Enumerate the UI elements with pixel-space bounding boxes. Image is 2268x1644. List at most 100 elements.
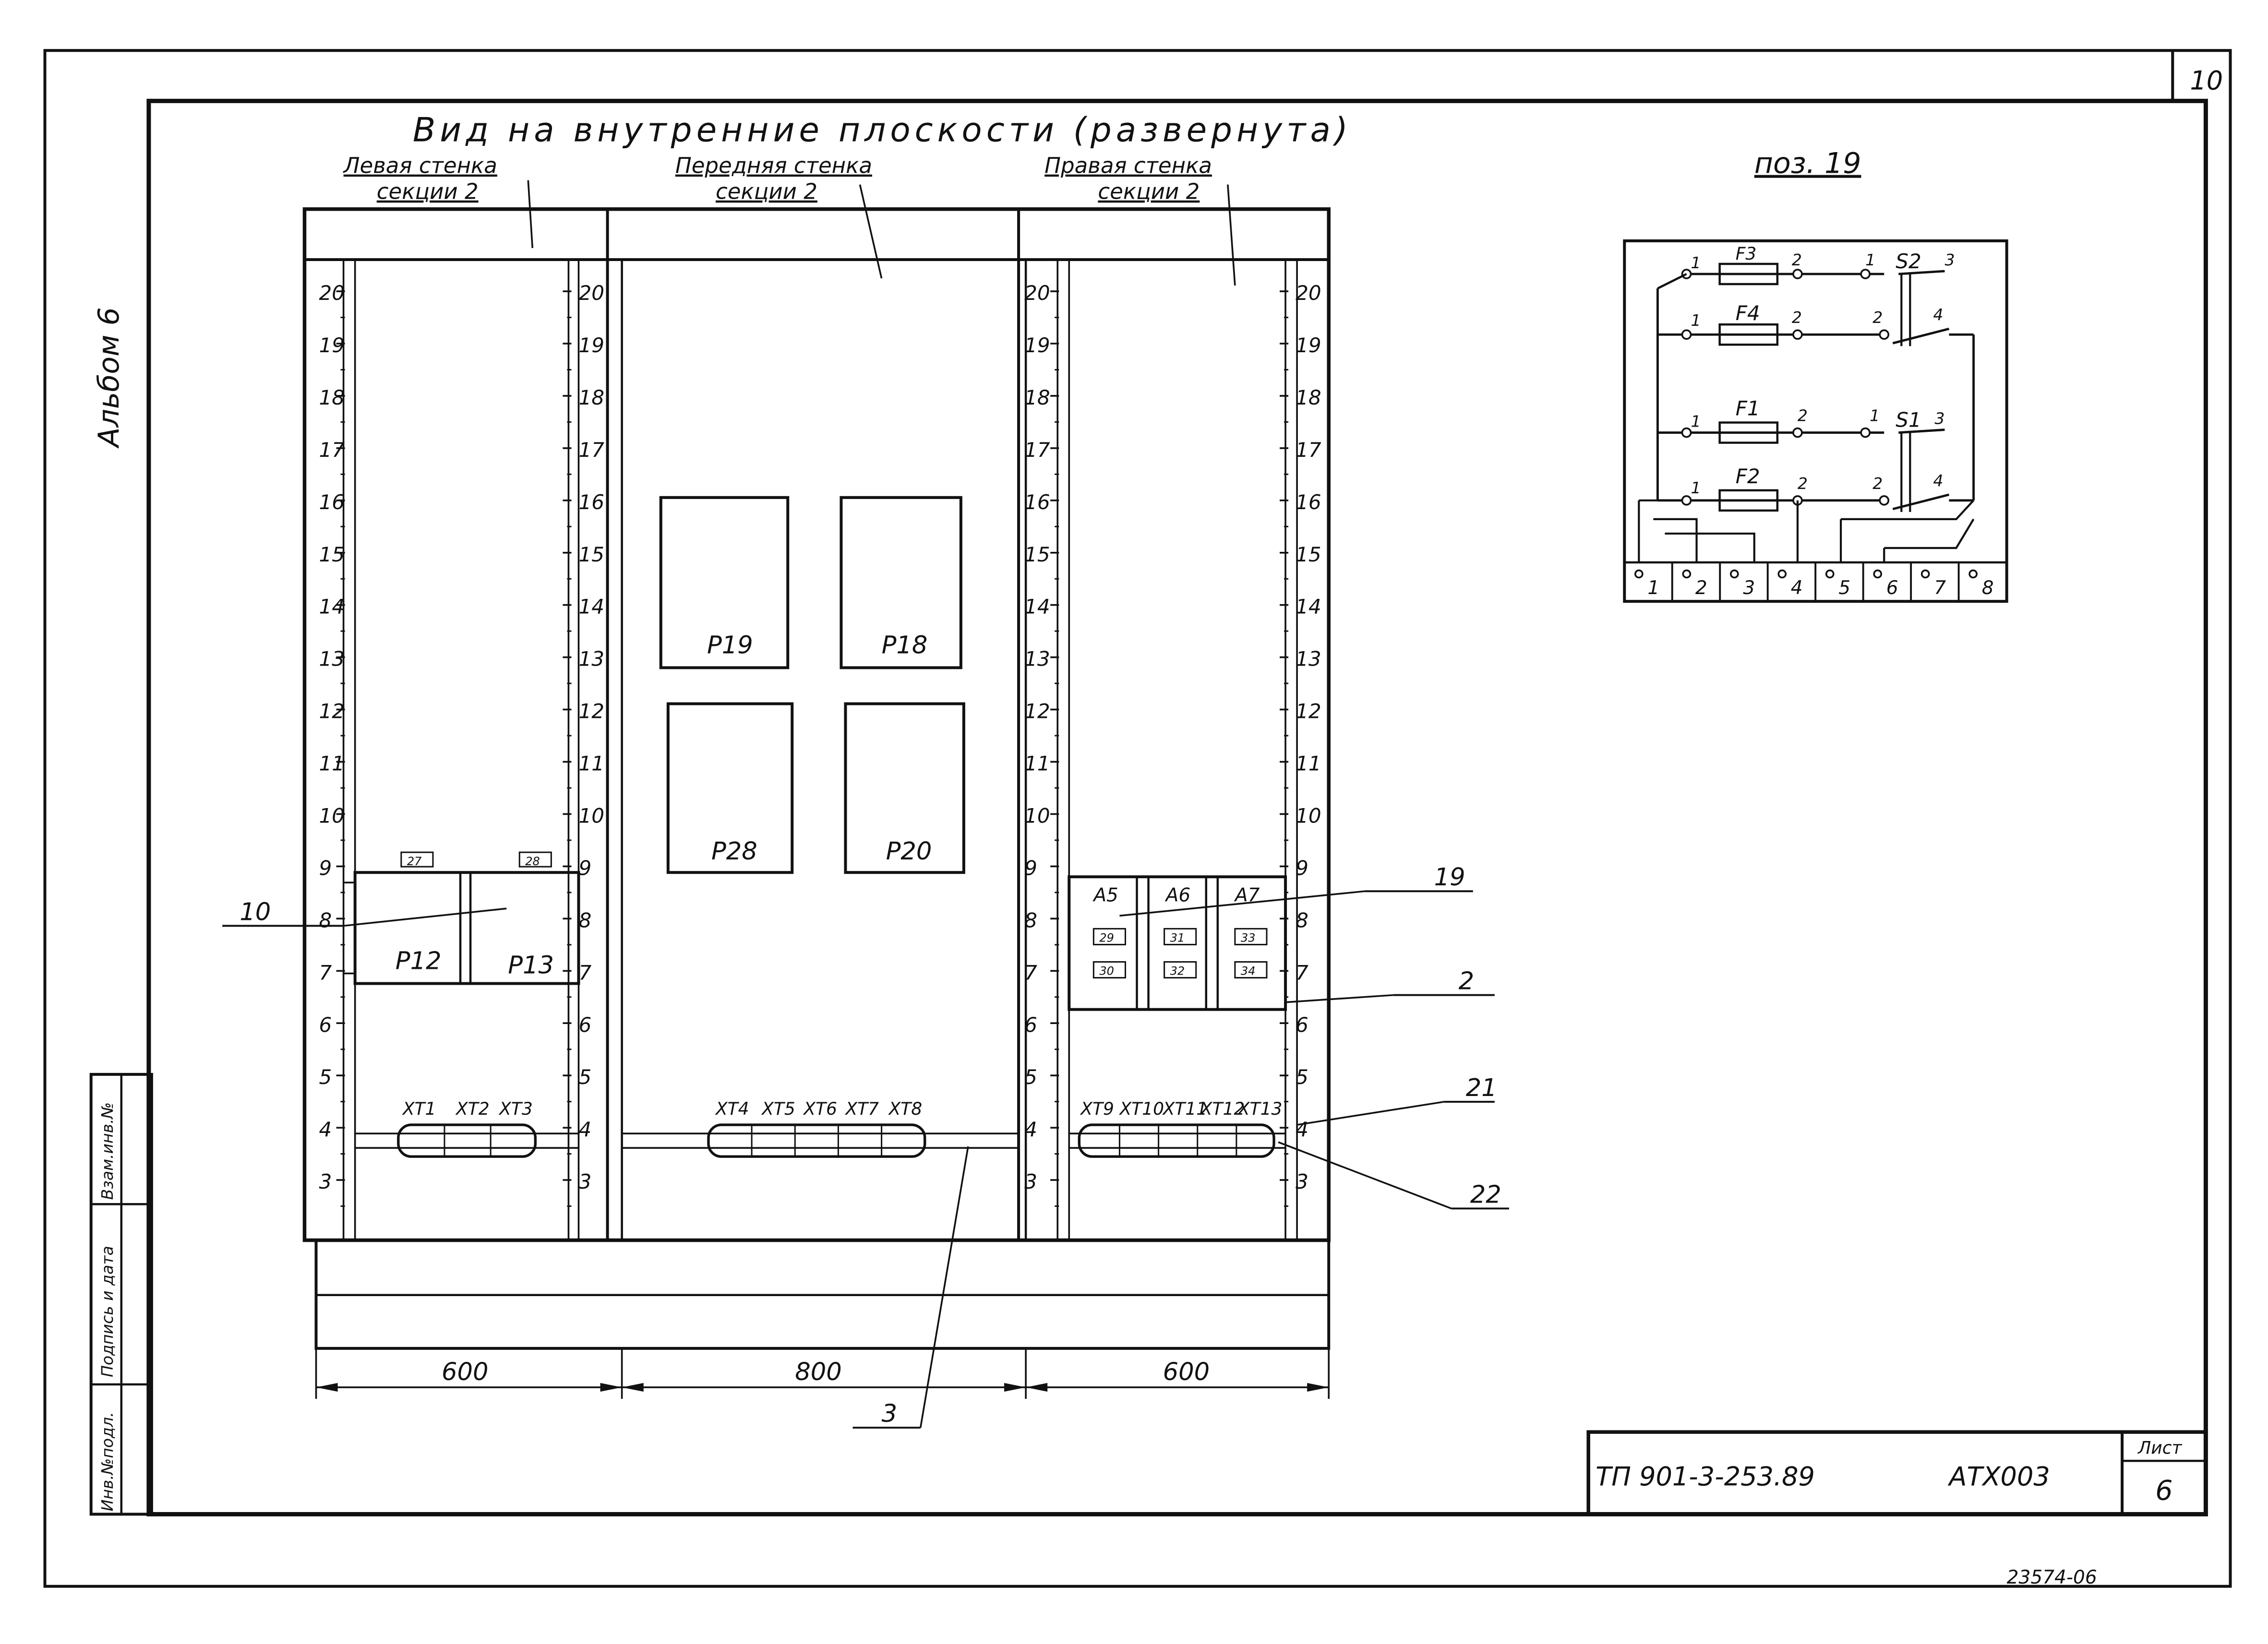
device-a6: A6 xyxy=(1164,884,1191,906)
terminal-label-xt8: XT8 xyxy=(888,1099,923,1119)
tag-34: 34 xyxy=(1241,965,1256,978)
rail-scale-number: 5 xyxy=(319,1065,332,1089)
pin-label: 2 xyxy=(1798,406,1808,425)
terminal-rails xyxy=(355,1123,1286,1158)
callout-10: 10 xyxy=(240,898,271,926)
rail-scale-number: 7 xyxy=(578,961,591,984)
album-label: Альбом 6 xyxy=(92,307,126,449)
rail-scale-number: 11 xyxy=(1296,752,1321,775)
rail-scale-number: 7 xyxy=(1296,961,1308,984)
device-p12: P12 xyxy=(396,947,442,976)
rail-scale-number: 17 xyxy=(1296,438,1321,462)
rail-scale-number: 13 xyxy=(1024,647,1050,671)
rail-scale-number: 10 xyxy=(1024,804,1050,828)
rail-scale-number: 9 xyxy=(1296,856,1308,880)
callout-21: 21 xyxy=(1466,1074,1497,1102)
rail-scale-number: 17 xyxy=(319,438,345,462)
rail-scale-number: 19 xyxy=(1024,334,1050,357)
switch-s2-label: S2 xyxy=(1896,250,1921,273)
rail-scale-number: 18 xyxy=(1296,386,1321,409)
rail-scale-number: 12 xyxy=(1296,700,1321,723)
right-wall-width: 600 xyxy=(1163,1358,1210,1386)
switch-s1-label: S1 xyxy=(1896,408,1921,432)
right-wall-heading: Правая стенка xyxy=(1044,153,1212,179)
pin-label: 1 xyxy=(1691,253,1701,272)
rail-scale-number: 15 xyxy=(319,543,345,566)
rail-scale-number: 7 xyxy=(1024,961,1037,984)
rail-scale-number: 12 xyxy=(1024,700,1050,723)
rail-scale-number: 6 xyxy=(578,1013,591,1036)
side-stamp: Инв.№подл. Подпись и дата Взам.инв.№ xyxy=(89,1072,153,1516)
rail-scale-number: 3 xyxy=(319,1170,332,1193)
pin-label: 1 xyxy=(1691,478,1701,497)
rail-scale-number: 14 xyxy=(319,595,345,619)
rail-scale-number: 8 xyxy=(578,908,591,932)
schematic-title: поз. 19 xyxy=(1754,147,1861,180)
rail-scale-number: 5 xyxy=(1024,1065,1037,1089)
callout-3: 3 xyxy=(882,1400,897,1428)
tag-27: 27 xyxy=(407,855,422,868)
pin-label: 1 xyxy=(1865,250,1875,269)
stamp-sign-label: Подпись и дата xyxy=(98,1246,117,1377)
tag-29: 29 xyxy=(1099,931,1114,944)
rail-scale-number: 4 xyxy=(319,1118,332,1141)
rail-scale-number: 3 xyxy=(1024,1170,1037,1193)
rail-scale-number: 11 xyxy=(578,752,604,775)
front-wall-subheading: секции 2 xyxy=(716,179,817,204)
cabinet-outline xyxy=(302,207,1331,1399)
rail-scale-number: 6 xyxy=(319,1013,332,1036)
terminal-label-xt3: XT3 xyxy=(498,1099,533,1119)
fuse-row-f4 xyxy=(1657,274,1974,346)
rail-scale-number: 10 xyxy=(578,804,604,828)
rail-scale-number: 13 xyxy=(319,647,345,671)
pin-label: 2 xyxy=(1792,250,1802,269)
title-block-doc: АТХ003 xyxy=(1947,1461,2050,1491)
terminal-label-xt7: XT7 xyxy=(844,1099,879,1119)
device-p18: P18 xyxy=(882,631,928,659)
rail-scale-number: 9 xyxy=(578,856,591,880)
terminal-screw xyxy=(1825,569,1835,579)
tag-30: 30 xyxy=(1099,965,1114,978)
rail-scale-number: 10 xyxy=(319,804,345,828)
pin-label: 3 xyxy=(1944,250,1955,269)
left-wall-width: 600 xyxy=(442,1358,489,1386)
pin-label: 1 xyxy=(1870,406,1880,425)
rail-scale-number: 10 xyxy=(1296,804,1321,828)
archive-number: 23574-06 xyxy=(2007,1567,2097,1588)
corner-sheet-number: 10 xyxy=(2190,65,2223,95)
device-p19: P19 xyxy=(707,631,753,659)
rail-scale-number: 13 xyxy=(578,647,604,671)
schematic-terminal-5: 5 xyxy=(1838,577,1850,599)
dimension-lines xyxy=(316,1383,1329,1392)
stamp-replace-label: Взам.инв.№ xyxy=(98,1102,117,1200)
rail-scale-number: 6 xyxy=(1296,1013,1308,1036)
rail-scale-number: 17 xyxy=(1024,438,1050,462)
tag-33: 33 xyxy=(1241,931,1256,944)
terminal-label-xt10: XT10 xyxy=(1118,1099,1164,1119)
right-wall-devices: A5 A6 A7 29 31 33 30 32 34 xyxy=(1068,875,1287,1011)
stamp-inv-label: Инв.№подл. xyxy=(98,1412,117,1512)
rail-scale-number: 9 xyxy=(319,856,332,880)
pin-label: 2 xyxy=(1798,474,1808,493)
terminal-label-xt9: XT9 xyxy=(1080,1099,1114,1119)
schematic-terminal-2: 2 xyxy=(1695,577,1707,599)
rail-scale-number: 4 xyxy=(578,1118,591,1141)
rail-scale-number: 4 xyxy=(1024,1118,1037,1141)
pin-label: 3 xyxy=(1934,409,1944,428)
callout-2: 2 xyxy=(1459,967,1474,996)
fuse-f2-label: F2 xyxy=(1736,465,1760,488)
terminal-label-xt11: XT11 xyxy=(1162,1099,1208,1119)
rail-scale-number: 8 xyxy=(1296,908,1308,932)
rail-scale-number: 15 xyxy=(1024,543,1050,566)
title-block-code: ТП 901-3-253.89 xyxy=(1596,1461,1815,1491)
pin-label: 1 xyxy=(1691,412,1701,431)
title-block-sheet-number: 6 xyxy=(2155,1475,2172,1506)
callout-19: 19 xyxy=(1434,863,1465,892)
terminal-label-xt4: XT4 xyxy=(715,1099,749,1119)
fuse-f4-label: F4 xyxy=(1736,301,1760,325)
rail-scale-number: 19 xyxy=(1296,334,1321,357)
terminal-label-xt5: XT5 xyxy=(761,1099,795,1119)
rail-scale-number: 15 xyxy=(578,543,604,566)
terminal-screw xyxy=(1968,569,1978,579)
